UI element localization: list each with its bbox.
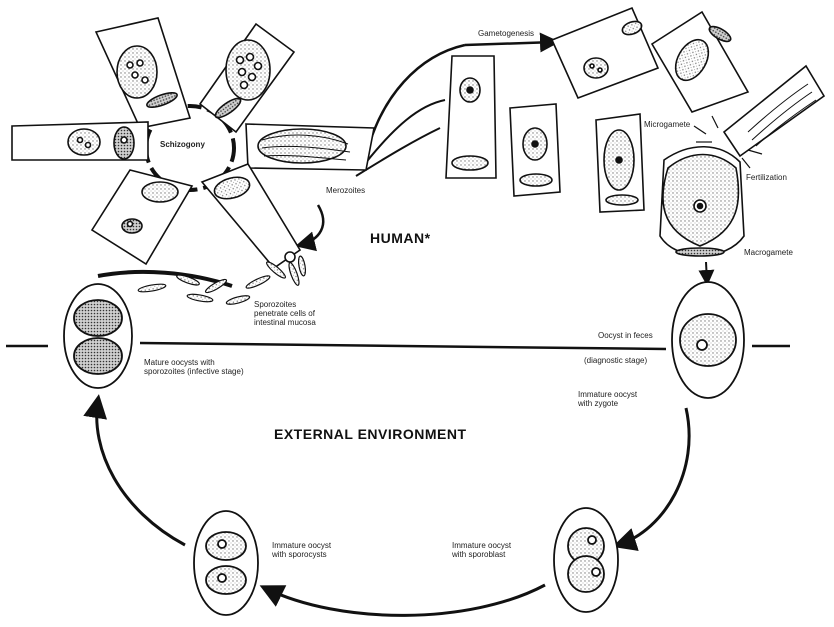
host-cell-schizont xyxy=(96,18,190,128)
microgamete-label: Microgamete xyxy=(644,120,690,129)
sporoblast-oocyst-label-line2: with sporoblast xyxy=(452,550,505,559)
host-cell-gametocyte xyxy=(552,8,658,98)
fertilization-label: Fertilization xyxy=(746,173,787,182)
arrow-macrogamete-to-oocyst xyxy=(706,262,707,282)
host-cell-schizont xyxy=(12,122,148,160)
host-cell-gametocyte xyxy=(652,12,748,112)
schizogony-label: Schizogony xyxy=(160,140,205,149)
host-cell-gametocyte xyxy=(510,104,560,196)
gametogenesis-cells xyxy=(446,8,824,256)
sporocysts-oocyst-label-line2: with sporocysts xyxy=(272,550,327,559)
oocyst-mature xyxy=(64,284,132,388)
region-label-external-environment: EXTERNAL ENVIRONMENT xyxy=(274,430,467,439)
host-cell-schizont xyxy=(200,24,294,132)
diagnostic-stage-label: (diagnostic stage) xyxy=(584,356,647,365)
oocyst-in-feces-label: Oocyst in feces xyxy=(598,331,653,340)
host-cell-gametocyte xyxy=(446,56,496,178)
arrow-sporocysts-to-mature xyxy=(97,400,185,545)
sporocysts-oocyst-label-line1: Immature oocyst xyxy=(272,541,331,550)
macrogamete-label: Macrogamete xyxy=(744,248,793,257)
mature-oocyst-label-line2: sporozoites (infective stage) xyxy=(144,367,244,376)
sporozoites-label-line1: Sporozoites xyxy=(254,300,296,309)
merozoites-label: Merozoites xyxy=(326,186,365,195)
arrow-sporoblast-to-sporocysts xyxy=(265,585,545,615)
oocyst-unsporulated xyxy=(672,282,744,398)
host-cell-merozoites xyxy=(246,124,374,170)
zygote-oocyst-label-line1: Immature oocyst xyxy=(578,390,637,399)
macrogamete-cell xyxy=(660,147,744,256)
gametogenesis-label: Gametogenesis xyxy=(478,29,534,38)
zygote-oocyst-label-line2: with zygote xyxy=(578,399,618,408)
sporoblast-oocyst-label-line1: Immature oocyst xyxy=(452,541,511,550)
host-cell-gametocyte xyxy=(596,114,644,212)
arrow-to-sporozoites xyxy=(300,205,323,245)
mature-oocyst-label-line1: Mature oocysts with xyxy=(144,358,215,367)
oocyst-sporoblast xyxy=(554,508,618,612)
region-label-human: HUMAN* xyxy=(370,234,431,243)
oocyst-sporocysts xyxy=(194,511,258,615)
host-cell-schizont xyxy=(92,170,192,264)
arrow-zygote-to-sporoblast xyxy=(618,408,689,545)
host-cell-schizont xyxy=(202,164,300,268)
sporozoites-label-line3: intestinal mucosa xyxy=(254,318,316,327)
sporozoites-label-line2: penetrate cells of xyxy=(254,309,315,318)
